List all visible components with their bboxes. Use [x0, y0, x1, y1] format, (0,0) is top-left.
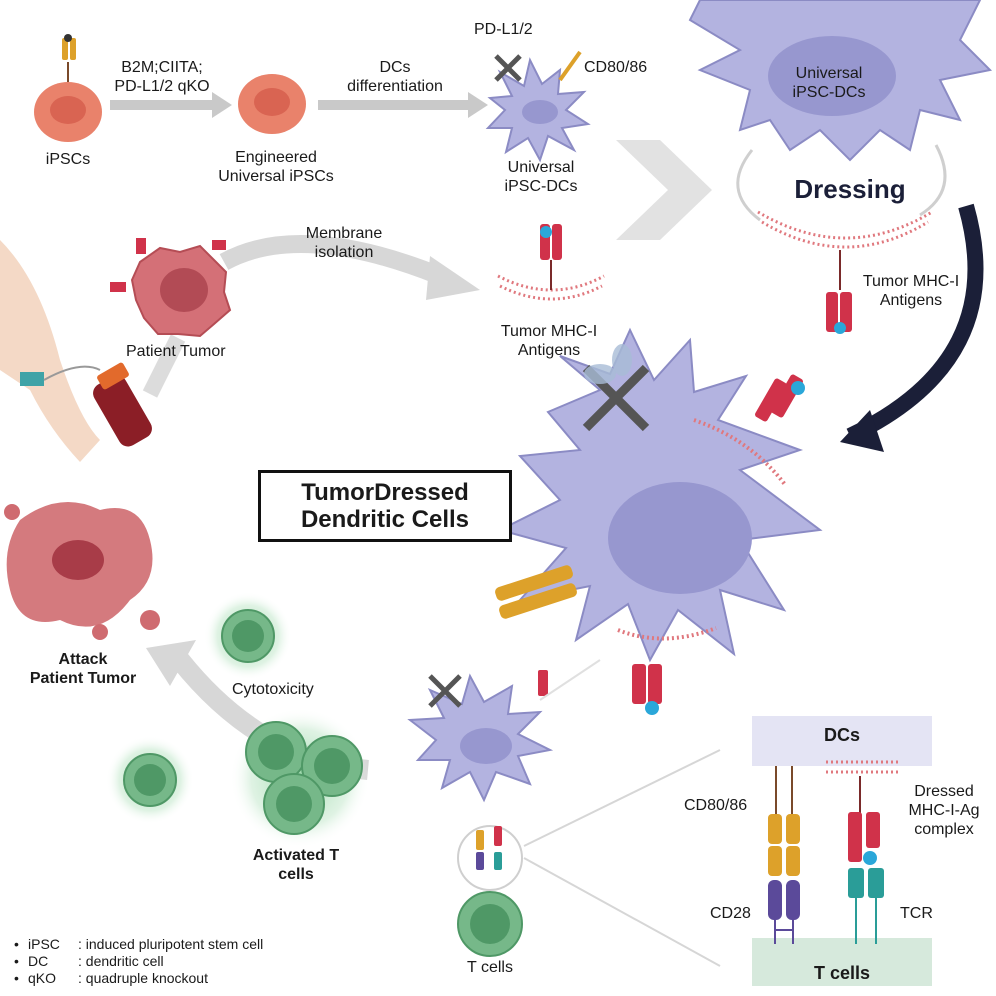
label-activated: Activated T cells — [252, 847, 340, 883]
legend-key: qKO — [28, 970, 57, 986]
blood-tube-icon — [93, 362, 152, 447]
mhc-antigen-mid — [540, 224, 562, 290]
label-tumor-mhc-mid: Tumor MHC-I Antigens — [500, 323, 598, 359]
cross-blocked-receptor-icon — [582, 344, 650, 432]
title-box: TumorDressed Dendritic Cells — [258, 470, 512, 542]
label-universal-dcs-big: Universal iPSC-DCs — [792, 65, 866, 101]
legend-key: DC — [28, 953, 49, 969]
connector-dc-tcell — [539, 659, 601, 701]
zoom-line-bottom — [523, 857, 721, 967]
activated-t-cells — [230, 708, 370, 848]
mhc-membrane-detail — [826, 760, 900, 865]
cd80-center — [495, 565, 577, 619]
membrane-fragment-right — [757, 210, 933, 249]
tumordressed-dc — [497, 327, 823, 663]
mhc-antigen-right — [826, 250, 852, 334]
legend-bullet: • — [14, 936, 19, 952]
legend-desc: : induced pluripotent stem cell — [78, 936, 264, 952]
arrow-step1 — [110, 92, 232, 118]
legend-desc: : dendritic cell — [78, 953, 164, 969]
universal-dc-small — [485, 50, 591, 163]
label-ipscs: iPSCs — [45, 151, 91, 168]
legend: • iPSC : induced pluripotent stem cell •… — [14, 936, 263, 987]
label-universal-dcs-small: Universal iPSC-DCs — [504, 159, 578, 195]
engineered-ipsc-cell — [238, 74, 306, 134]
tumor-to-tube-arrow — [142, 334, 186, 398]
label-attack: Attack Patient Tumor — [29, 651, 137, 687]
label-cytotoxicity: Cytotoxicity — [232, 681, 314, 698]
attacked-tumor — [4, 502, 160, 640]
label-cd80-86-top: CD80/86 — [584, 59, 648, 76]
legend-bullet: • — [14, 953, 19, 969]
membrane-isolation-arrow — [219, 235, 444, 285]
dcs-band — [752, 716, 932, 766]
t-cell-cytotoxic-top — [204, 592, 292, 680]
dressing-arrow — [846, 203, 984, 444]
label-tumor-mhc-right: Tumor MHC-I Antigens — [862, 273, 960, 309]
label-dressed-complex: Dressed MHC-I-Ag complex — [908, 783, 980, 838]
label-dressing: Dressing — [794, 174, 906, 204]
label-cd28: CD28 — [710, 905, 751, 922]
legend-bullet: • — [14, 970, 19, 986]
legend-row: • DC : dendritic cell — [14, 953, 263, 970]
label-pdl12: PD-L1/2 — [474, 21, 533, 38]
mhc-antigen-center-top — [755, 374, 805, 422]
label-membrane-isolation: Membrane isolation — [305, 225, 383, 261]
tcells-band — [752, 938, 932, 986]
legend-key: iPSC — [28, 936, 60, 952]
universal-dc-large — [688, 0, 993, 162]
legend-row: • qKO : quadruple knockout — [14, 970, 263, 987]
cd80-detail — [768, 766, 800, 876]
label-tcr: TCR — [900, 905, 933, 922]
arm-blood-draw-icon — [0, 240, 101, 462]
label-dcs-band: DCs — [823, 725, 860, 745]
t-cell-cytotoxic-left — [106, 736, 194, 824]
legend-row: • iPSC : induced pluripotent stem cell — [14, 936, 263, 953]
curve-arrow-right — [919, 144, 947, 217]
label-engineered: Engineered Universal iPSCs — [218, 149, 334, 185]
label-t-cells-bottom: T cells — [467, 959, 513, 976]
chevron-arrow — [616, 140, 712, 240]
zoom-line-top — [523, 749, 721, 847]
patient-tumor-cell — [110, 238, 232, 338]
tcr-detail — [848, 868, 884, 944]
legend-desc: : quadruple knockout — [78, 970, 208, 986]
label-patient-tumor: Patient Tumor — [126, 343, 226, 360]
label-cd80-86-detail: CD80/86 — [684, 797, 748, 814]
curve-arrow-left — [736, 149, 761, 222]
ipsc-cell — [34, 34, 102, 142]
label-step2: DCs differentiation — [347, 59, 443, 95]
label-step1: B2M;CIITA; PD-L1/2 qKO — [114, 59, 210, 95]
label-tcells-band: T cells — [813, 963, 871, 983]
dc-tcell-synapse — [407, 670, 554, 957]
arrow-step2 — [318, 92, 488, 118]
cd28-detail — [768, 880, 800, 944]
mhc-antigen-center-bottom — [632, 664, 662, 715]
